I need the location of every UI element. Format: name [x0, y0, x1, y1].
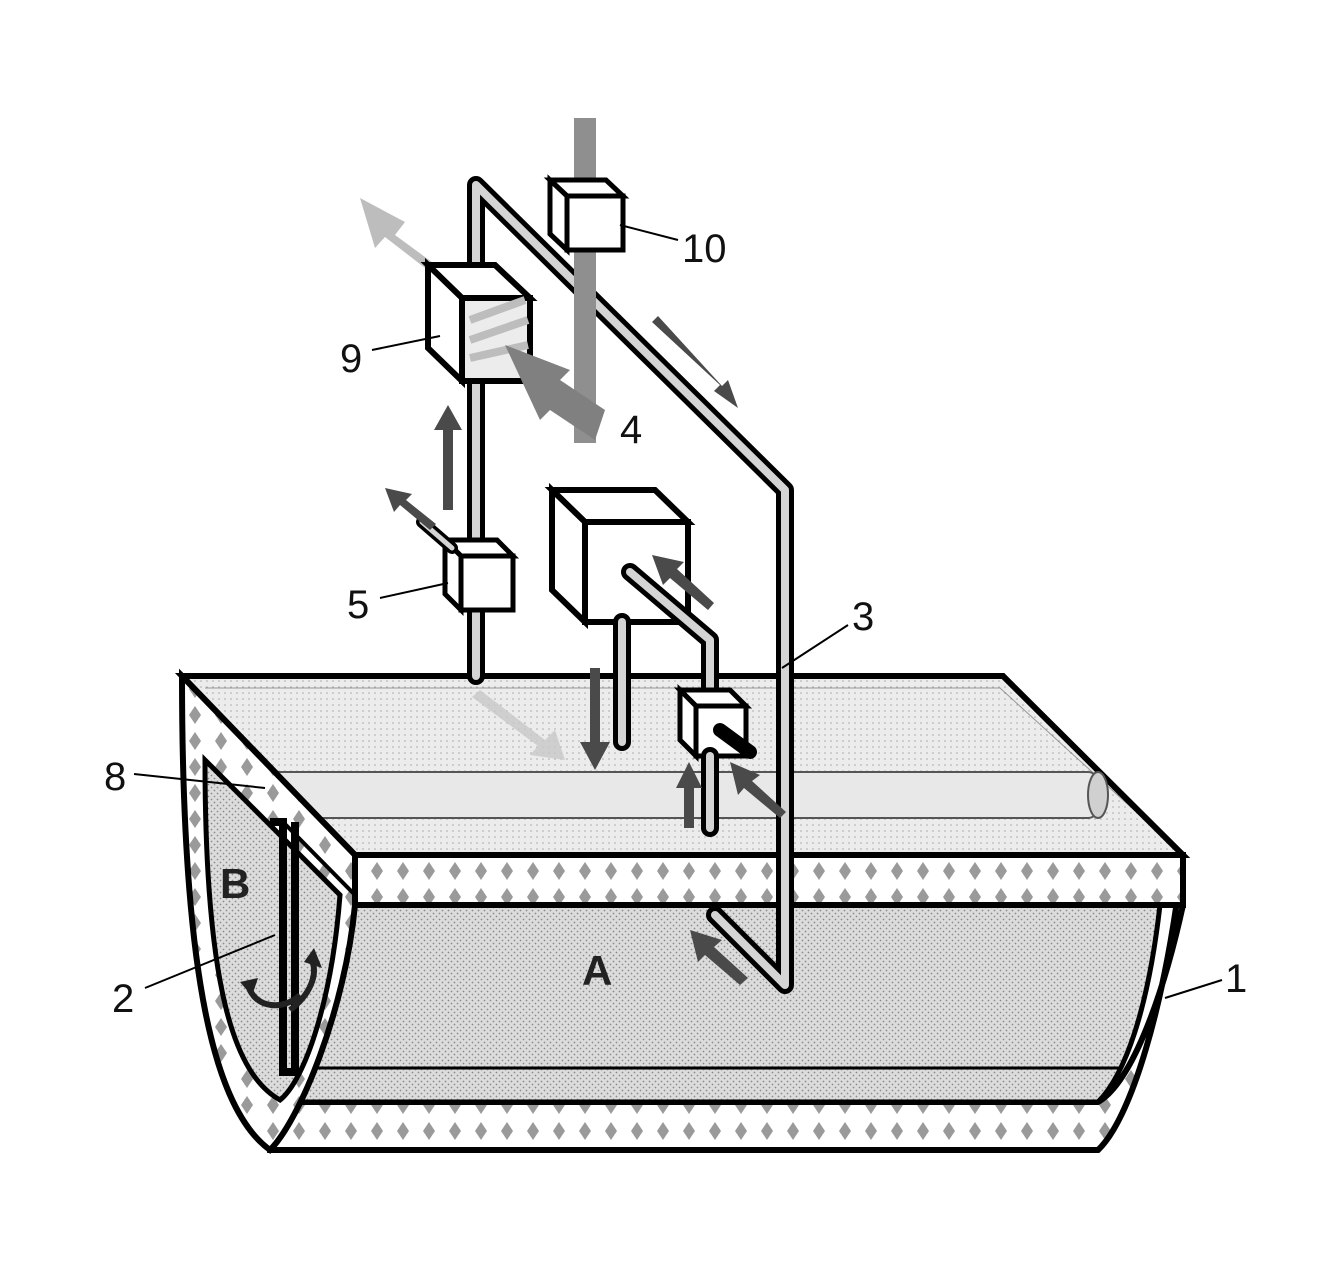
label-zone-b: B: [220, 860, 250, 907]
label-2: 2: [112, 977, 134, 1021]
label-5: 5: [347, 583, 369, 627]
bathtub-shell: [174, 668, 1191, 1154]
label-3: 3: [852, 595, 874, 639]
label-8: 8: [104, 755, 126, 799]
label-9: 9: [340, 337, 362, 381]
leader-lines: [133, 224, 1223, 999]
component-5: [416, 516, 520, 617]
heat-arrow: [505, 345, 605, 440]
label-10: 10: [682, 227, 727, 271]
component-4: [544, 482, 719, 751]
pump-unit: [673, 683, 757, 837]
rotation-arrowhead-1: [240, 978, 258, 996]
label-zone-a: A: [582, 947, 612, 994]
flow-arrows: [385, 316, 786, 985]
component-10: [543, 174, 630, 256]
rotation-arrowhead-2: [304, 948, 322, 968]
deck-shadow-arrow: [472, 690, 565, 760]
label-1: 1: [1225, 957, 1247, 1001]
label-4: 4: [620, 408, 642, 452]
